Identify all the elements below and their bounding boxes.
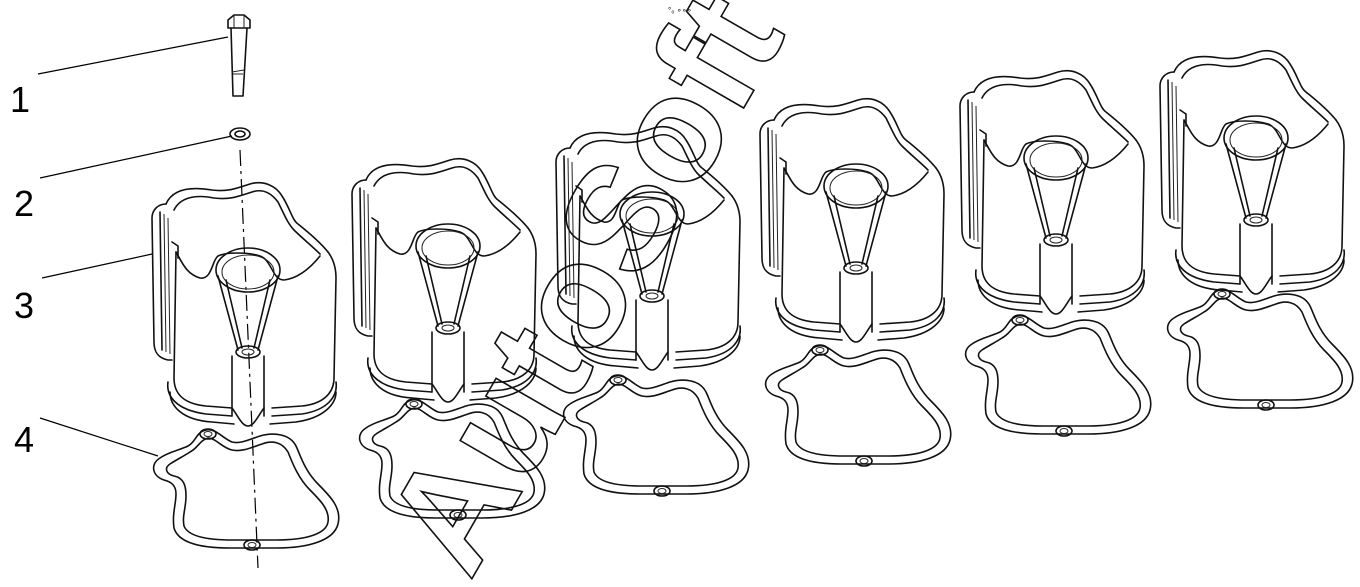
gasket-5 xyxy=(964,314,1152,437)
leader-line-2 xyxy=(39,135,233,179)
leader-line-1 xyxy=(37,36,229,75)
leader-line-4 xyxy=(39,417,159,457)
valve-cover-5 xyxy=(959,69,1146,315)
leader-line-3 xyxy=(41,253,153,279)
callout-2: 2 xyxy=(14,183,34,224)
watermark-text: AutoSoft xyxy=(352,0,814,587)
valve-cover-6 xyxy=(1159,49,1346,295)
bolt-icon xyxy=(227,14,251,97)
callout-4: 4 xyxy=(14,419,34,460)
washer-icon xyxy=(229,127,251,141)
gasket-1 xyxy=(152,428,340,551)
valve-cover-1 xyxy=(151,181,338,427)
gasket-4 xyxy=(764,344,952,467)
valve-cover-4 xyxy=(759,97,946,343)
gasket-6 xyxy=(1166,288,1354,411)
callout-1: 1 xyxy=(10,79,30,120)
header-small-text: °₀ ∘∘∘ xyxy=(668,6,692,15)
assembly-axis xyxy=(239,149,259,569)
callout-3: 3 xyxy=(14,285,34,326)
